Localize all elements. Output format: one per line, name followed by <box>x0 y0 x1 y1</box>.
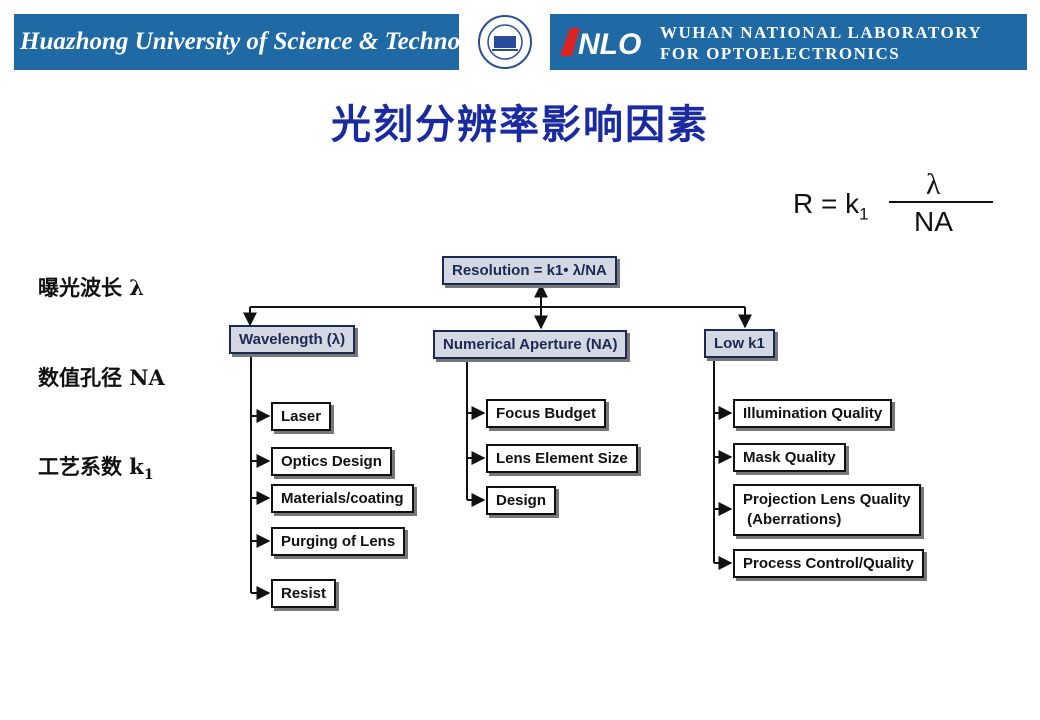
lab-name-line1: WUHAN NATIONAL LABORATORY <box>660 23 983 42</box>
node-illumination-quality: Illumination Quality <box>733 399 893 428</box>
university-seal-icon <box>478 15 532 69</box>
node-laser: Laser <box>271 402 332 431</box>
node-mask-quality: Mask Quality <box>733 443 846 472</box>
university-banner: Huazhong University of Science & Technol… <box>14 14 503 70</box>
node-lens-element-size: Lens Element Size <box>486 444 638 473</box>
formula-lhs: R = k1 <box>793 188 869 224</box>
formula-lhs-subscript: 1 <box>859 204 869 224</box>
lab-logo-text: NLO <box>578 28 641 61</box>
node-focus-budget: Focus Budget <box>486 399 606 428</box>
node-design: Design <box>486 486 557 515</box>
resolution-formula: R = k1 λ NA <box>793 168 1013 248</box>
university-name: Huazhong University of Science & Technol… <box>20 28 504 55</box>
node-projection-lens-quality: Projection Lens Quality (Aberrations) <box>733 484 921 536</box>
root-node: Resolution = k1• λ/NA <box>442 256 617 285</box>
formula-denominator: NA <box>914 206 953 237</box>
formula-fraction-bar <box>889 201 993 203</box>
node-materials-coating: Materials/coating <box>271 484 414 513</box>
formula-numerator: λ <box>926 168 941 201</box>
lab-banner: NLO WUHAN NATIONAL LABORATORY FOR OPTOEL… <box>550 14 1027 70</box>
node-resist: Resist <box>271 579 337 608</box>
factor-wavelength: 曝光波长 λ <box>38 275 145 300</box>
factor-process-coefficient: 工艺系数 k1 <box>38 454 154 484</box>
factor-numerical-aperture: 数值孔径 NA <box>38 365 165 390</box>
lab-name-line2: FOR OPTOELECTRONICS <box>660 44 901 63</box>
branch-wavelength: Wavelength (λ) <box>229 325 356 354</box>
node-process-control-quality: Process Control/Quality <box>733 549 924 578</box>
branch-numerical-aperture: Numerical Aperture (NA) <box>433 330 628 359</box>
branch-low-k1: Low k1 <box>704 329 775 358</box>
node-purging-of-lens: Purging of Lens <box>271 527 406 556</box>
page-title: 光刻分辨率影响因素 <box>331 103 709 147</box>
nlo-logo-icon: NLO <box>560 28 641 61</box>
node-optics-design: Optics Design <box>271 447 392 476</box>
